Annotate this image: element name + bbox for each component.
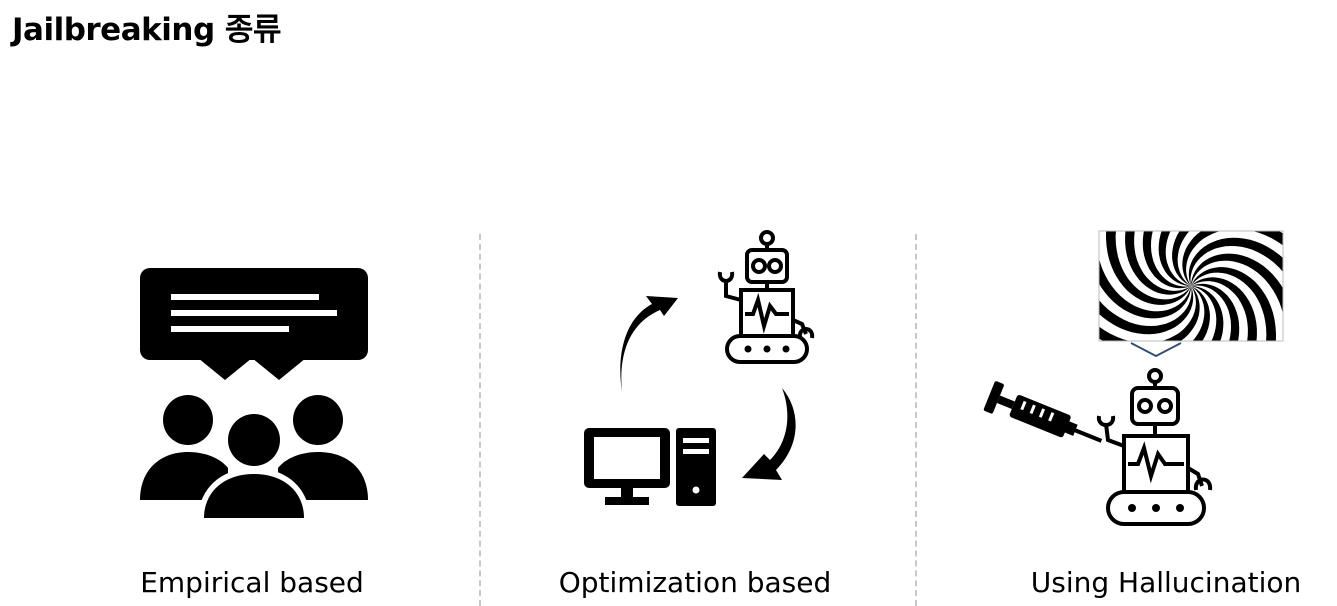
robot-tread-dots [1128,504,1184,512]
syringe-icon [983,381,1103,443]
desktop-computer-icon [584,428,716,506]
cycle-arrow-down-icon [742,388,796,480]
optimization-based-label: Optimization based [558,566,832,599]
spiral-arm [1142,231,1191,289]
spiral-arm [1099,286,1200,341]
spiral-arm [1172,231,1191,286]
cycle-arrow-up-icon [620,296,678,392]
spiral-arm [1191,286,1224,341]
robot-icon [1096,368,1213,526]
page-title: Jailbreaking 종류 [12,12,281,48]
column-divider-right [915,234,917,606]
computer-robot-cycle-icon [584,230,815,506]
spiral-arm [1099,286,1194,335]
robot-syringe-hypnosis-icon [983,230,1284,526]
empirical-based-label: Empirical based [140,566,364,599]
column-divider-left [479,234,481,606]
robot-icon [717,230,815,364]
spiral-arm [1191,277,1257,341]
spiral-arm [1191,283,1240,341]
spiral-arm [1191,267,1276,341]
spiral-arm [1158,231,1191,286]
using-hallucination-label: Using Hallucination [1030,566,1302,599]
people-group-icon [140,395,368,520]
spiral-arm [1188,237,1283,286]
people-chat-icon [140,268,368,520]
spiral-arm [1125,231,1191,295]
hypnosis-spiral-icon [1098,230,1284,358]
spiral-arm [1182,231,1283,286]
speech-bubble-icon [140,268,368,380]
spiral-arm [1191,286,1210,341]
robot-tread-dots [744,345,790,353]
spiral-arm [1106,231,1191,305]
